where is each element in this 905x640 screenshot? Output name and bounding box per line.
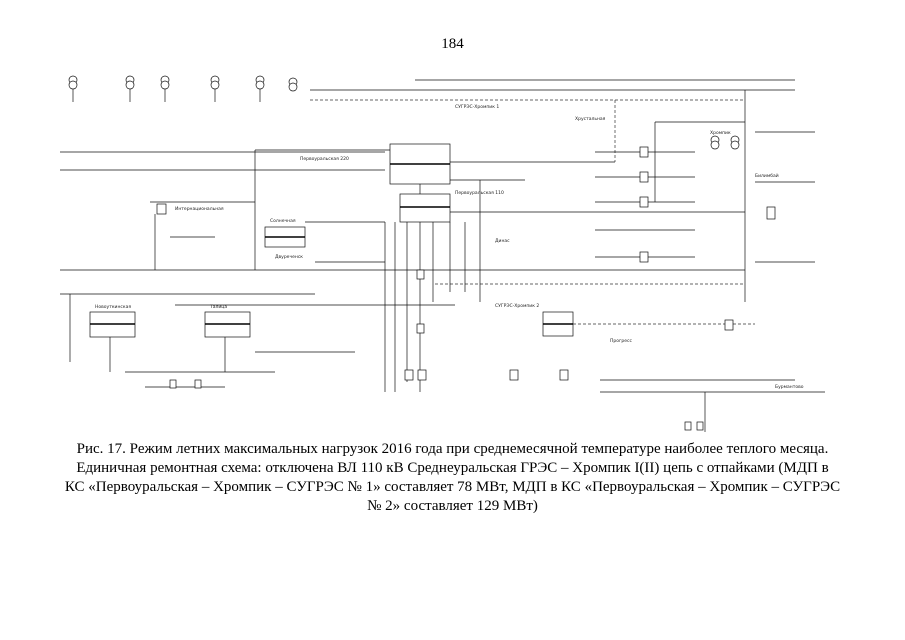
diagram-label: СУГРЭС-Хромпик 2 <box>495 303 539 309</box>
diagram-label: Новоуткинская <box>95 304 131 310</box>
central-substation <box>254 143 745 270</box>
caption-line: Рис. 17. Режим летних максимальных нагру… <box>76 441 829 457</box>
diagram-label: Прогресс <box>610 338 632 344</box>
diagram-label: Хрустальная <box>575 116 606 122</box>
diagram-label: Динас <box>495 238 510 244</box>
caption-line: Единичная ремонтная схема: отключена ВЛ … <box>76 460 829 476</box>
power-grid-schematic: Первоуральская 220 Хромпик Первоуральска… <box>55 62 845 447</box>
diagram-label: Билимбай <box>755 172 779 179</box>
figure-caption: Рис. 17. Режим летних максимальных нагру… <box>60 440 845 516</box>
top-transformers <box>68 75 298 102</box>
diagram-label: Двуреченск <box>275 254 303 260</box>
diagram-label: Интернациональная <box>175 206 224 212</box>
caption-line: № 2» составляет 129 МВт) <box>367 498 538 514</box>
diagram-label: Талица <box>209 304 227 310</box>
diagram-label: Солнечная <box>270 218 296 224</box>
diagram-label: СУГРЭС-Хромпик 1 <box>455 104 499 110</box>
caption-line: КС «Первоуральская – Хромпик – СУГРЭС № … <box>64 479 841 495</box>
diagram-label: Первоуральская 110 <box>455 190 504 196</box>
diagram-label: Первоуральская 220 <box>300 156 349 162</box>
left-substations <box>69 201 385 389</box>
central-feeders <box>384 180 569 392</box>
page-number: 184 <box>441 36 464 52</box>
main-lines <box>60 79 825 393</box>
diagram-label: Хромпик <box>710 130 731 136</box>
diagram-label: Бурмантово <box>775 384 804 390</box>
diagram-labels: Первоуральская 220 Хромпик Первоуральска… <box>95 104 804 390</box>
schematic-drawing: Первоуральская 220 Хромпик Первоуральска… <box>60 75 825 432</box>
right-substations <box>542 90 815 432</box>
